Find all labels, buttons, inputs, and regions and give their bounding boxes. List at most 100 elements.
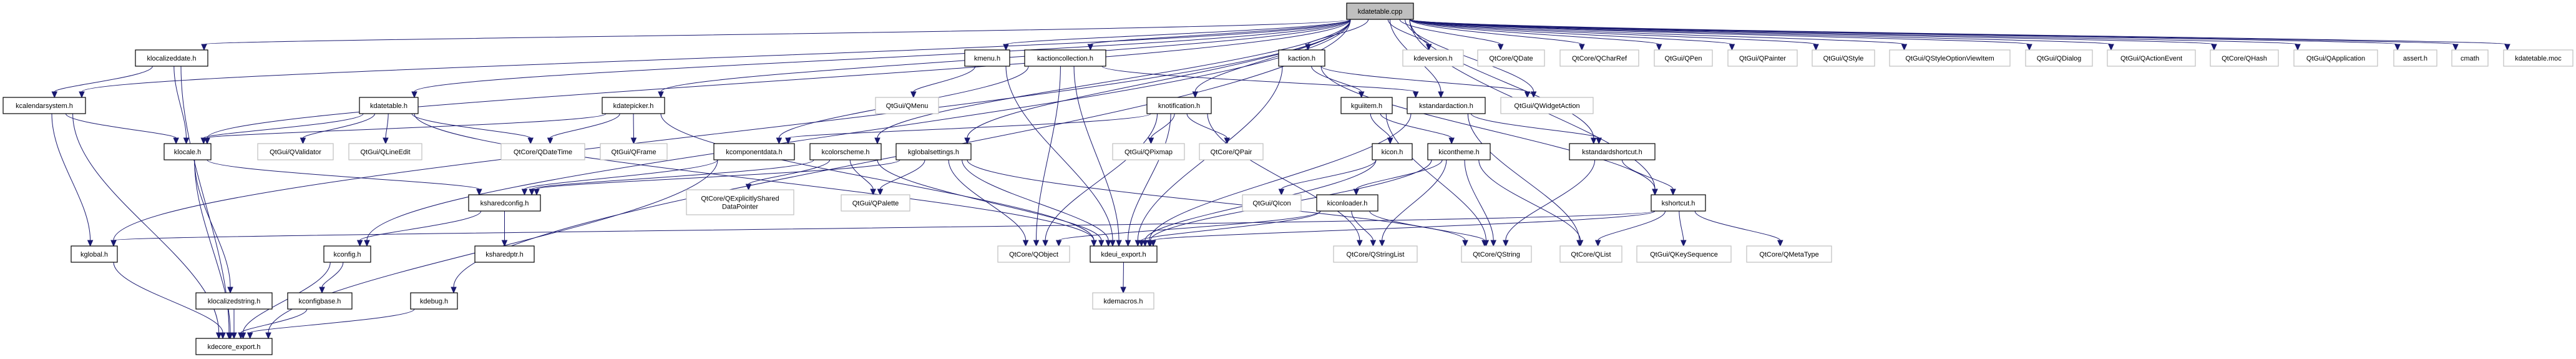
node-qlist: QtCore/QList — [1559, 245, 1622, 263]
edge-ksharedconfig-h-to-ksharedptr-h — [501, 211, 508, 247]
node-ksharedptr-h[interactable]: ksharedptr.h — [474, 245, 535, 263]
arrowhead-icon — [1150, 240, 1156, 247]
node-label: QtGui/QPixmap — [1125, 149, 1173, 156]
node-kcomponentdata-h[interactable]: kcomponentdata.h — [713, 143, 795, 160]
node-box — [964, 49, 1010, 67]
node-box — [1559, 245, 1622, 263]
node-kconfig-h[interactable]: kconfig.h — [323, 245, 371, 263]
node-label: QtGui/QWidgetAction — [1514, 102, 1579, 110]
node-qhash: QtCore/QHash — [2210, 49, 2279, 67]
node-box — [1477, 49, 1545, 67]
edge-line — [1478, 159, 1581, 241]
arrowhead-icon — [1120, 287, 1126, 294]
node-box — [1812, 49, 1875, 67]
edge-kicontheme-h-to-qlist — [1478, 159, 1584, 247]
edge-kdatetable-h-to-qline-edit — [383, 113, 389, 145]
node-qstyle-option-view-item: QtGui/QStyleOptionViewItem — [1889, 49, 2011, 67]
node-label: kcomponentdata.h — [726, 149, 783, 156]
node-kconfigbase-h[interactable]: kconfigbase.h — [287, 292, 353, 310]
arrowhead-icon — [1142, 240, 1148, 247]
node-kcolorscheme-h[interactable]: kcolorscheme.h — [809, 143, 882, 160]
node-qline-edit: QtGui/QLineEdit — [348, 143, 422, 160]
edge-line — [250, 308, 415, 333]
node-qstring: QtCore/QString — [1461, 245, 1532, 263]
edge-line — [1405, 19, 1534, 92]
node-ksharedconfig-h[interactable]: ksharedconfig.h — [468, 194, 541, 212]
arrowhead-icon — [364, 240, 370, 247]
node-kstandardshortcut-h[interactable]: kstandardshortcut.h — [1569, 143, 1656, 160]
edge-kdatetable-cpp-to-knotification-h — [1192, 19, 1351, 99]
arrowhead-icon — [1105, 240, 1111, 247]
node-qstring-list: QtCore/QStringList — [1333, 245, 1418, 263]
edge-line — [967, 19, 1351, 139]
edge-kcalendarsystem-h-to-kglobal-h — [51, 113, 94, 247]
node-kactioncollection-h[interactable]: kactioncollection.h — [1024, 49, 1106, 67]
edge-kdatetable-cpp-to-kdeversion-h — [1387, 19, 1432, 51]
arrowhead-icon — [521, 189, 528, 196]
node-kdatepicker-h[interactable]: kdatepicker.h — [602, 97, 665, 114]
edge-line — [113, 262, 223, 333]
arrowhead-icon — [527, 137, 534, 145]
edge-line — [1281, 159, 1377, 190]
node-kicontheme-h[interactable]: kicontheme.h — [1427, 143, 1491, 160]
node-kdecore-export-h[interactable]: kdecore_export.h — [195, 338, 273, 355]
edge-knotification-h-to-qpixmap — [1148, 113, 1175, 145]
node-label: klocale.h — [174, 149, 201, 156]
edge-kglobalsettings-h-to-ksharedconfig-h — [534, 159, 900, 196]
node-label: kstandardshortcut.h — [1582, 149, 1642, 156]
edge-line — [1005, 19, 1351, 45]
node-klocalizedstring-h[interactable]: klocalizedstring.h — [195, 292, 273, 310]
edge-line — [1409, 19, 2398, 45]
node-label: DataPointer — [722, 204, 758, 211]
arrowhead-icon — [238, 332, 244, 340]
edge-line — [411, 113, 531, 139]
edge-line — [1149, 113, 1412, 241]
arrowhead-icon — [1412, 91, 1419, 99]
arrowhead-icon — [529, 189, 535, 196]
node-qframe: QtGui/QFrame — [600, 143, 668, 160]
node-kcalendarsystem-h[interactable]: kcalendarsystem.h — [2, 97, 86, 114]
node-kdebug-h[interactable]: kdebug.h — [410, 292, 458, 310]
edge-line — [1128, 113, 1171, 241]
node-kdemacros-h: kdemacros.h — [1092, 292, 1154, 310]
edge-kdatetable-cpp-to-klocalizeddate-h — [201, 19, 1351, 51]
edge-kactioncollection-h-to-kdeui-export-h — [1073, 66, 1122, 247]
edge-kstandardshortcut-h-to-kshortcut-h — [1621, 159, 1676, 196]
arrowhead-icon — [1353, 189, 1360, 196]
node-kdatetable-h[interactable]: kdatetable.h — [359, 97, 419, 114]
node-label: kicon.h — [1382, 149, 1403, 156]
node-kmenu-h[interactable]: kmenu.h — [964, 49, 1010, 67]
edge-kiconloader-h-to-qobject — [1055, 210, 1321, 247]
node-kguiitem-h[interactable]: kguiitem.h — [1340, 97, 1393, 114]
edge-line — [524, 159, 718, 190]
edge-knotification-h-to-qobject — [1042, 113, 1158, 247]
node-klocale-h[interactable]: klocale.h — [163, 143, 212, 160]
node-kdatetable-cpp[interactable]: kdatetable.cpp — [1346, 2, 1414, 20]
arrowhead-icon — [1490, 240, 1496, 247]
node-kglobal-h[interactable]: kglobal.h — [71, 245, 118, 263]
node-kicon-h[interactable]: kicon.h — [1372, 143, 1413, 160]
node-kshortcut-h[interactable]: kshortcut.h — [1651, 194, 1706, 212]
edge-kshortcut-h-to-qkey-sequence — [1679, 210, 1687, 247]
arrowhead-icon — [265, 332, 271, 340]
node-kdeui-export-h[interactable]: kdeui_export.h — [1090, 245, 1158, 263]
node-box — [1340, 97, 1393, 114]
node-kaction-h[interactable]: kaction.h — [1278, 49, 1325, 67]
edge-kicontheme-h-to-qstring-list — [1378, 159, 1447, 247]
node-klocalizeddate-h[interactable]: klocalizeddate.h — [135, 49, 208, 67]
node-kiconloader-h[interactable]: kiconloader.h — [1316, 194, 1378, 212]
node-label: kglobal.h — [80, 251, 108, 258]
node-label: kdecore_export.h — [208, 343, 261, 351]
edge-kstandardshortcut-h-to-qstring — [1503, 159, 1596, 247]
node-kdeversion-h: kdeversion.h — [1402, 49, 1464, 67]
node-kstandardaction-h[interactable]: kstandardaction.h — [1407, 97, 1486, 114]
node-kglobalsettings-h[interactable]: kglobalsettings.h — [895, 143, 972, 160]
edge-line — [1351, 210, 1373, 241]
arrowhead-icon — [173, 137, 179, 145]
edge-line — [321, 262, 344, 288]
node-box — [287, 292, 353, 310]
node-knotification-h[interactable]: knotification.h — [1146, 97, 1212, 114]
arrowhead-icon — [1438, 91, 1444, 99]
node-box — [1278, 49, 1325, 67]
edge-kdatetable-cpp-to-qstyle — [1409, 19, 1819, 51]
